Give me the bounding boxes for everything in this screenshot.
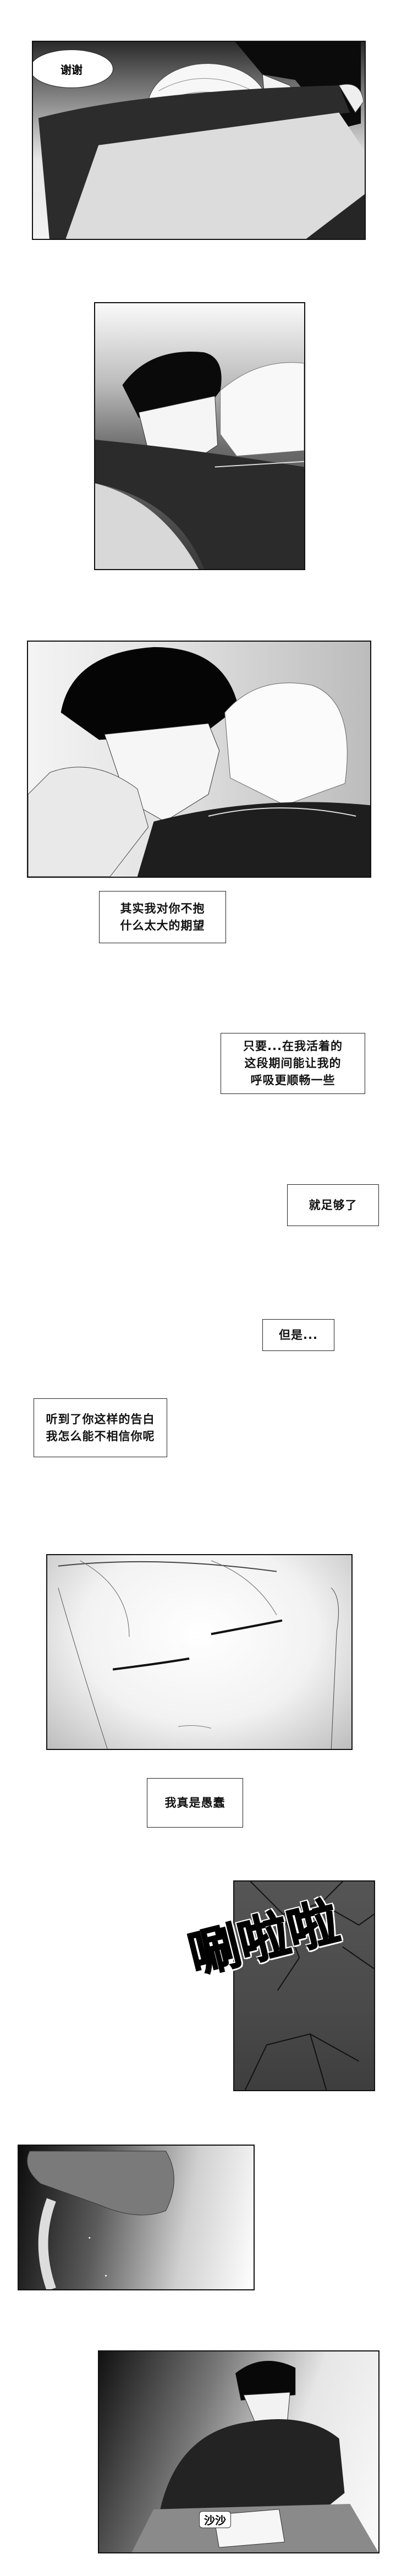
caption-box: 其实我对你不抱 什么太大的期望: [99, 891, 226, 943]
caption-line: 只要...在我活着的: [243, 1040, 343, 1053]
caption-line: 但是...: [279, 1328, 318, 1342]
caption-line: 就足够了: [309, 1198, 358, 1212]
caption-line: 呼吸更顺畅一些: [250, 1074, 336, 1087]
comic-panel-lamp: [18, 2145, 255, 2290]
speech-bubble: 谢谢: [33, 50, 113, 88]
lamp-illustration: [26, 2151, 174, 2289]
sound-effect-label: 沙沙: [199, 2511, 231, 2528]
comic-panel-hug: 谢谢: [32, 41, 366, 240]
comic-panel-closed-eyes: [46, 1554, 353, 1750]
writer-illustration: [131, 2360, 378, 2552]
caption-line: 听到了你这样的告白: [46, 1412, 155, 1426]
caption-box: 只要...在我活着的 这段期间能让我的 呼吸更顺畅一些: [221, 1033, 365, 1094]
branches-illustration: [244, 1882, 374, 2090]
caption-line: 什么太大的期望: [120, 918, 205, 932]
comic-panel-kiss: [27, 641, 371, 878]
eyes-illustration: [58, 1560, 339, 1749]
caption-box: 听到了你这样的告白 我怎么能不相信你呢: [34, 1398, 167, 1457]
caption-box: 我真是愚蠢: [147, 1778, 243, 1828]
caption-line: 这段期间能让我的: [244, 1057, 342, 1070]
comic-panel-faces: [94, 302, 305, 570]
comic-panel-writing-at-desk: 沙沙: [98, 2350, 380, 2553]
kiss-illustration: [28, 647, 370, 877]
caption-line: 我怎么能不相信你呢: [46, 1429, 155, 1443]
comic-panel-tree-branches: [233, 1880, 375, 2091]
caption-box: 但是...: [262, 1319, 334, 1351]
caption-box: 就足够了: [287, 1184, 379, 1226]
faces-illustration: [95, 352, 304, 569]
sound-effect-text: 沙沙: [204, 2514, 226, 2527]
speech-text: 谢谢: [61, 63, 82, 76]
caption-line: 我真是愚蠢: [164, 1796, 226, 1809]
caption-line: 其实我对你不抱: [120, 901, 205, 915]
hug-illustration: [38, 42, 365, 239]
